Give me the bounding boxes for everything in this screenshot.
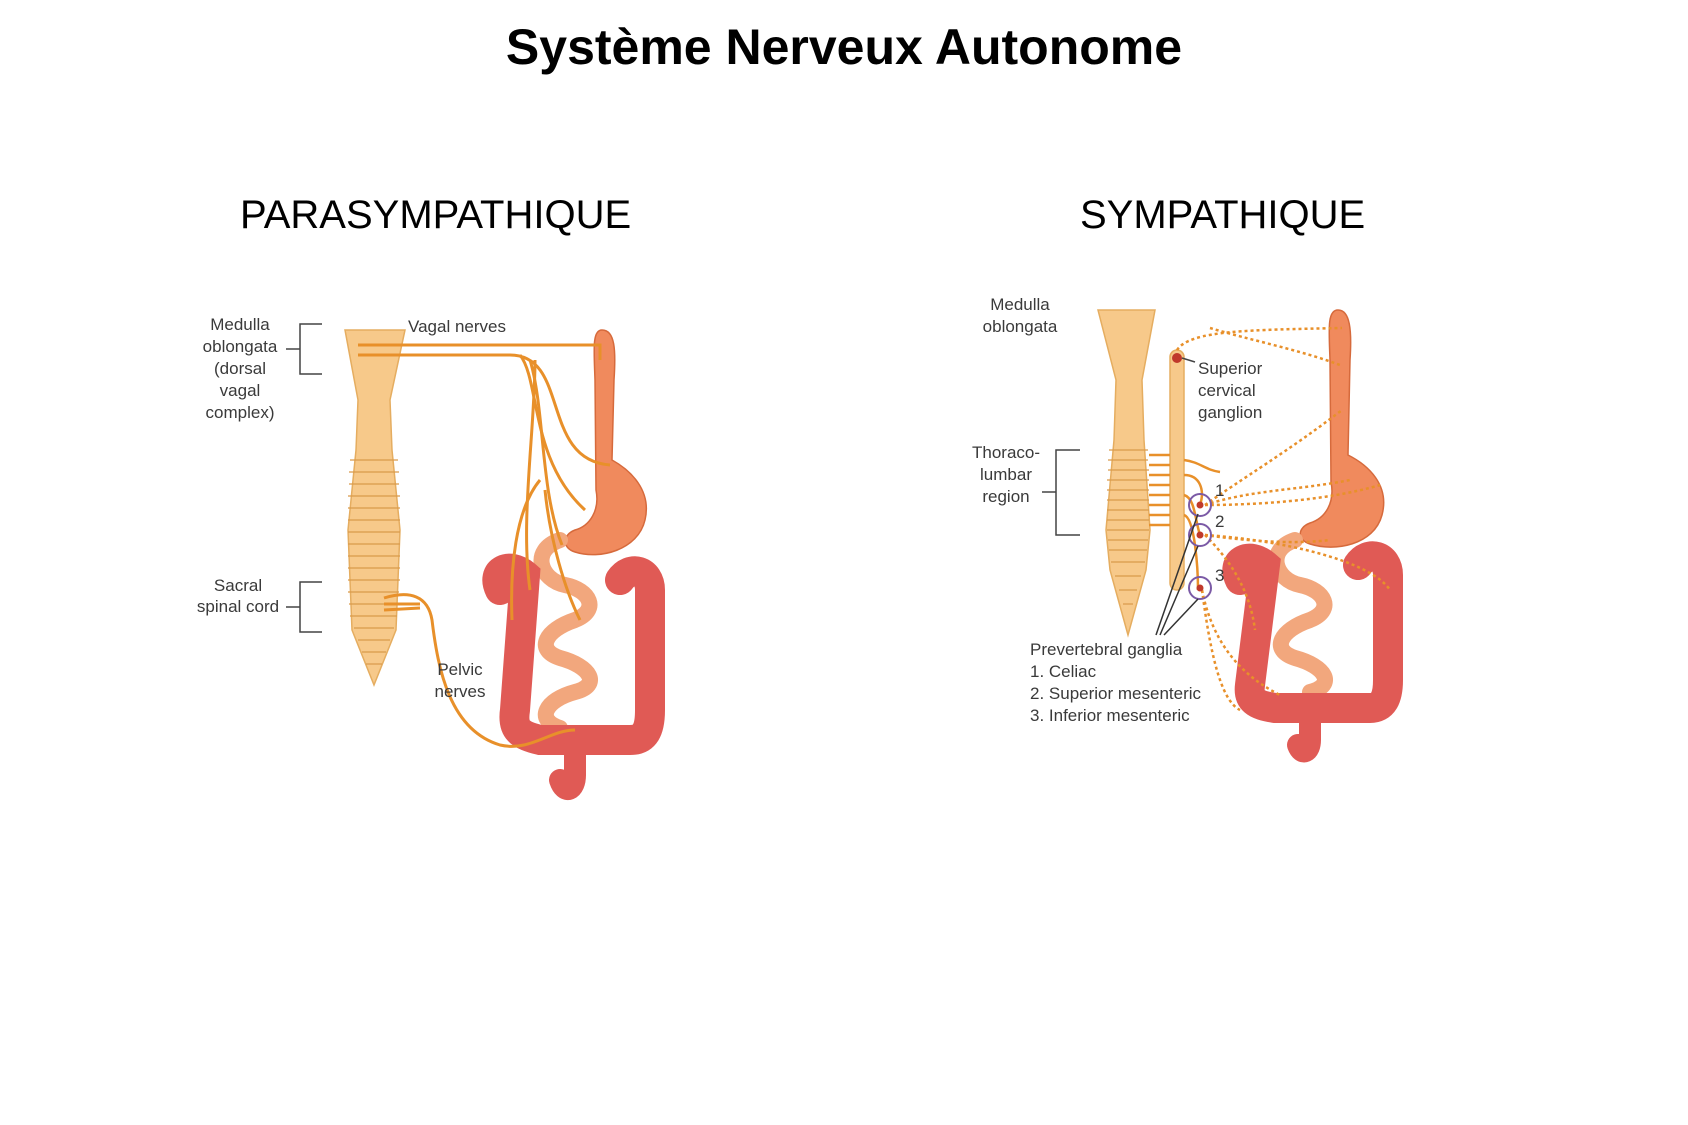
small-intestine [533, 532, 598, 736]
ganglion-number-2: 2 [1215, 512, 1224, 531]
sympathetic-diagram: Medulla oblongata Superior cervical gang… [972, 295, 1403, 763]
scg-label-line-1: Superior [1198, 359, 1263, 378]
postganglionic-fibers [1175, 326, 1392, 712]
ganglia-legend-item-2: 2. Superior mesenteric [1030, 684, 1202, 703]
bracket-markers [286, 323, 322, 633]
ganglion-number-3: 3 [1215, 566, 1224, 585]
rectum [549, 734, 586, 800]
celiac-ganglion [1188, 493, 1212, 517]
page-title: Système Nerveux Autonome [505, 19, 1183, 75]
scg-label-line-3: ganglion [1198, 403, 1262, 422]
ganglia-legend-title: Prevertebral ganglia [1030, 640, 1183, 659]
sympathetic-heading: SYMPATHIQUE [1080, 193, 1366, 237]
colon [1222, 541, 1403, 723]
parasympathetic-heading: PARASYMPATHIQUE [240, 193, 632, 237]
prevertebral-ganglia [1188, 493, 1212, 600]
thoraco-label-line-2: lumbar [980, 465, 1032, 484]
pelvic-nerves [383, 593, 576, 748]
esophagus [1299, 309, 1385, 548]
rectum [1287, 699, 1321, 763]
medulla-label-line-2: oblongata [983, 317, 1058, 336]
ganglion-number-1: 1 [1215, 481, 1224, 500]
pelvic-label-line-2: nerves [434, 682, 485, 701]
parasympathetic-diagram: Medulla oblongata (dorsal vagal complex)… [197, 315, 665, 800]
thoraco-label-line-3: region [982, 487, 1029, 506]
medulla-label-line-3: (dorsal [214, 359, 266, 378]
small-intestine [1268, 532, 1333, 700]
spinal-segments [1107, 449, 1149, 605]
superior-mesenteric-ganglion [1188, 523, 1212, 547]
spinal-segments [348, 459, 400, 665]
sacral-label-line-1: Sacral [214, 576, 262, 595]
sacral-label-line-2: spinal cord [197, 597, 279, 616]
superior-cervical-ganglion [1172, 353, 1182, 363]
medulla-label-line-1: Medulla [210, 315, 270, 334]
vagal-nerves-label: Vagal nerves [408, 317, 506, 336]
pelvic-label-line-1: Pelvic [437, 660, 483, 679]
ganglia-pointer-lines [1155, 513, 1199, 636]
medulla-label-line-1: Medulla [990, 295, 1050, 314]
vagal-nerves [358, 343, 611, 621]
sympathetic-chain [1169, 349, 1185, 591]
ganglia-legend-item-1: 1. Celiac [1030, 662, 1097, 681]
spinal-cord [1097, 309, 1156, 638]
thoraco-label-line-1: Thoraco- [972, 443, 1040, 462]
medulla-label-line-2: oblongata [203, 337, 278, 356]
medulla-label-line-4: vagal [220, 381, 261, 400]
colon [482, 553, 665, 755]
preganglionic-fibers [1149, 453, 1221, 591]
bracket-markers [1042, 357, 1196, 536]
inferior-mesenteric-ganglion [1188, 576, 1212, 600]
esophagus [564, 329, 648, 556]
scg-label-line-2: cervical [1198, 381, 1256, 400]
ganglia-legend-item-3: 3. Inferior mesenteric [1030, 706, 1190, 725]
medulla-label-line-5: complex) [206, 403, 275, 422]
